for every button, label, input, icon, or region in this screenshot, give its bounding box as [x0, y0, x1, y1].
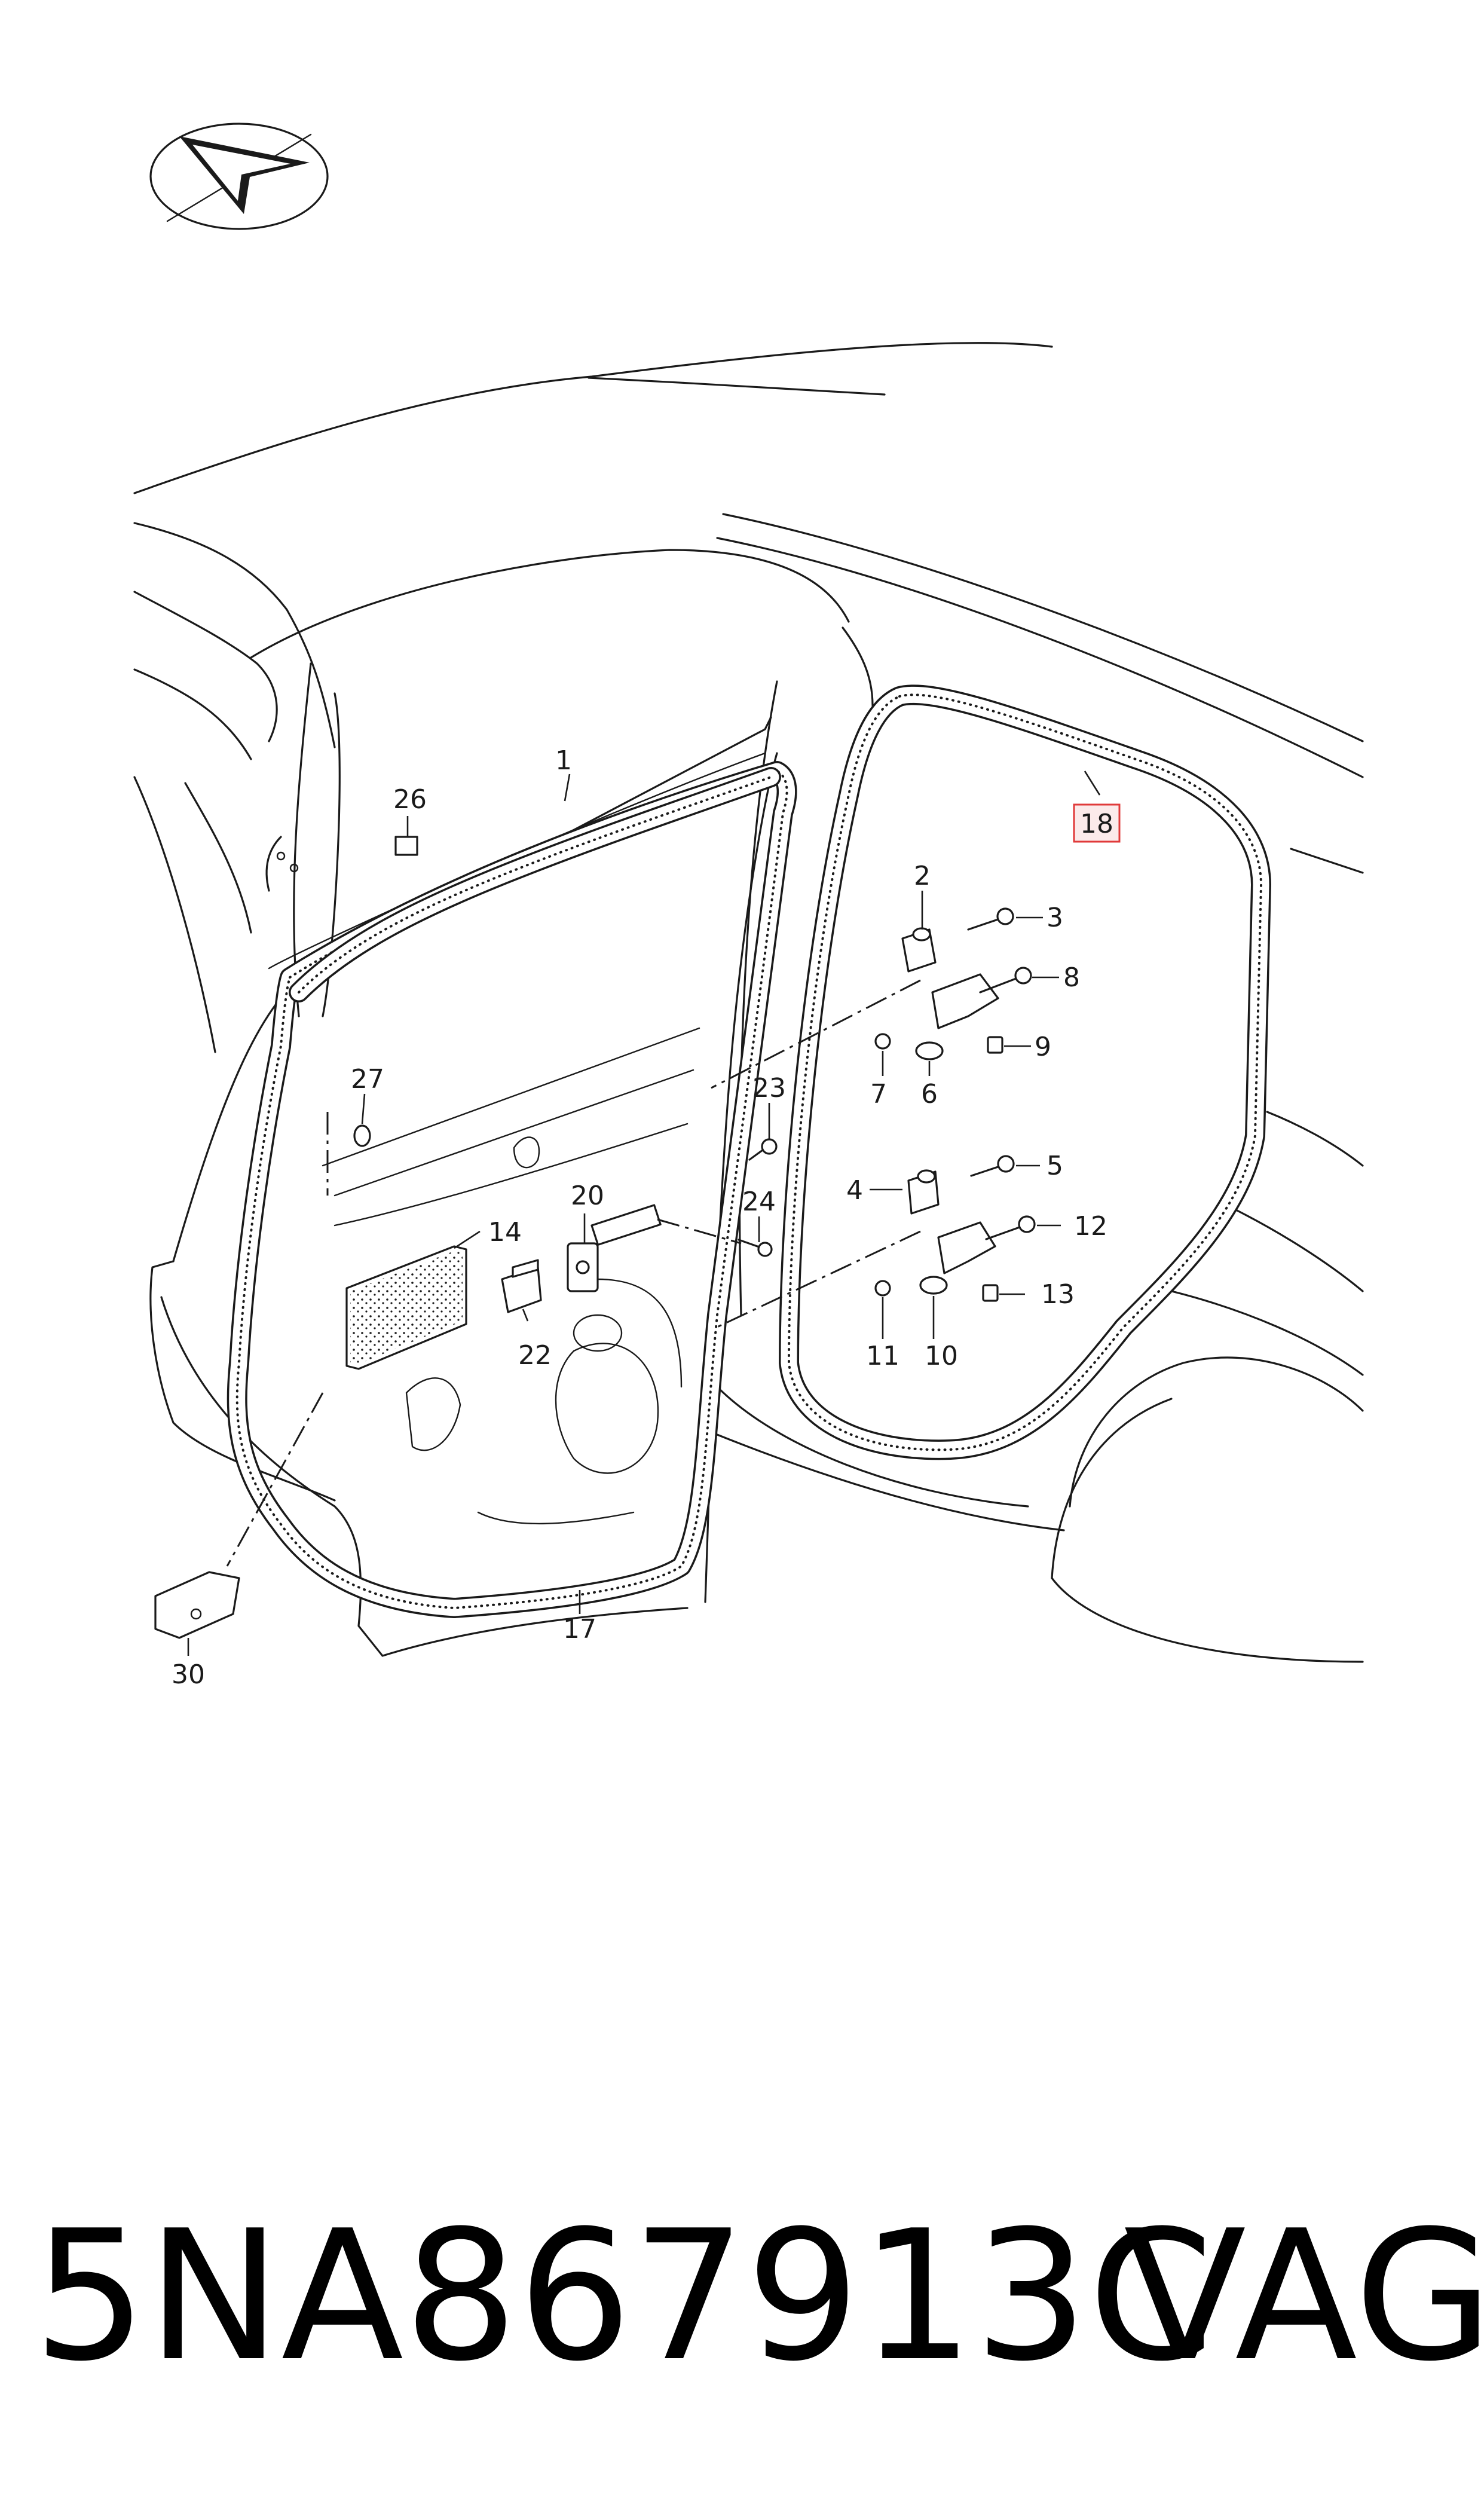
- leader-lines: [187, 771, 1101, 1656]
- direction-arrow-icon: [149, 123, 329, 230]
- callout-2: 2: [914, 861, 931, 891]
- screw-5-part: [970, 1155, 1015, 1177]
- door-opening-seal: [779, 684, 1271, 1460]
- callout-7: 7: [870, 1079, 887, 1109]
- callout-20: 20: [571, 1181, 604, 1211]
- callout-13: 13: [1041, 1279, 1075, 1310]
- callout-3: 3: [1047, 903, 1063, 933]
- screw-3-part: [967, 907, 1014, 931]
- callout-12: 12: [1074, 1211, 1107, 1242]
- callout-22: 22: [518, 1340, 552, 1371]
- insulation-part: [345, 1245, 467, 1370]
- part-number: 5NA867913C: [33, 2192, 1213, 2401]
- callout-14: 14: [488, 1217, 522, 1248]
- callout-8: 8: [1063, 962, 1080, 993]
- callout-17: 17: [563, 1614, 596, 1644]
- callout-30: 30: [172, 1659, 205, 1690]
- parts: [154, 836, 1036, 1639]
- callouts: 1 2 3 4 5 6 7 8 9 10 11 12 13 14 17 18 2…: [172, 745, 1121, 1690]
- callout-4: 4: [846, 1175, 863, 1206]
- window-channel-seal: [289, 767, 781, 1002]
- callout-26: 26: [393, 784, 427, 815]
- bracket-part: [154, 1571, 240, 1639]
- brand-label: VAG: [1124, 2192, 1484, 2401]
- bolt-24-part: [738, 1239, 773, 1257]
- door-check-part: [567, 1204, 662, 1292]
- callout-1: 1: [555, 745, 572, 776]
- assembly-lines: [226, 979, 921, 1567]
- callout-23: 23: [752, 1073, 786, 1103]
- screw-12-part: [985, 1215, 1036, 1240]
- door-shell: [149, 716, 778, 1657]
- label-part: [394, 836, 418, 856]
- callout-18-highlight: [1073, 803, 1121, 843]
- bolt-23-part: [748, 1138, 778, 1161]
- screw-8-part: [979, 967, 1032, 993]
- callout-10: 10: [925, 1341, 958, 1371]
- callout-11: 11: [866, 1341, 899, 1371]
- upper-hinge-part: [874, 927, 1003, 1060]
- cover-part: [501, 1259, 542, 1313]
- door-seal: [227, 761, 797, 1618]
- lower-hinge-part: [874, 1169, 999, 1302]
- callout-27: 27: [351, 1064, 384, 1095]
- plug-part: [353, 1124, 371, 1147]
- callout-5: 5: [1047, 1151, 1063, 1181]
- callout-9: 9: [1035, 1032, 1051, 1062]
- callout-6: 6: [921, 1079, 938, 1109]
- callout-18: 18: [1080, 809, 1113, 839]
- callout-24: 24: [742, 1187, 776, 1217]
